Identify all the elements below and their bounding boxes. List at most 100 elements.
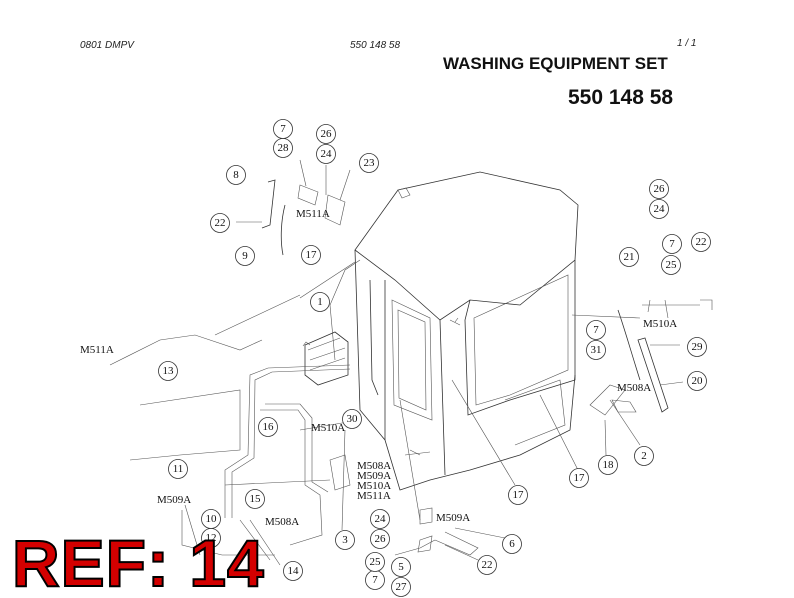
callout-9: 9 [235, 246, 255, 266]
svg-text:26: 26 [321, 128, 333, 140]
callout-6: 6 [502, 534, 522, 554]
part-code-m511a: M511A [296, 208, 330, 220]
svg-text:9: 9 [242, 250, 248, 262]
callout-20: 20 [687, 371, 707, 391]
callout-bubbles: 1 2 3 5 6 7 7 7 7 8 9 10 11 12 13 14 15 … [158, 119, 711, 597]
callout-26: 26 [649, 179, 669, 199]
callout-29: 29 [687, 337, 707, 357]
svg-text:3: 3 [342, 534, 348, 546]
part-code-m511a: M511A [357, 490, 391, 502]
part-code-m510a: M510A [357, 480, 391, 492]
svg-text:14: 14 [288, 565, 300, 577]
svg-text:25: 25 [666, 259, 678, 271]
svg-text:24: 24 [375, 513, 387, 525]
washer-reservoir [302, 331, 349, 386]
svg-text:24: 24 [654, 203, 666, 215]
part-code-m508a: M508A [357, 460, 391, 472]
callout-8: 8 [226, 165, 246, 185]
callout-13: 13 [158, 361, 178, 381]
part-code-m510a: M510A [311, 422, 345, 434]
callout-22: 22 [477, 555, 497, 575]
svg-text:15: 15 [250, 493, 262, 505]
part-code-m510a: M510A [643, 318, 677, 330]
svg-text:22: 22 [482, 559, 493, 571]
cab-body [329, 171, 579, 491]
part-code-m508a: M508A [265, 516, 299, 528]
right-wiper-assembly [571, 299, 713, 416]
svg-text:30: 30 [347, 413, 359, 425]
callout-16: 16 [258, 417, 278, 437]
svg-text:11: 11 [173, 463, 184, 475]
callout-22: 22 [691, 232, 711, 252]
svg-text:27: 27 [396, 581, 408, 593]
svg-text:5: 5 [398, 561, 404, 573]
callout-3: 3 [335, 530, 355, 550]
page-indicator: 1 / 1 [677, 38, 697, 49]
callout-24: 24 [370, 509, 390, 529]
part-code-m509a: M509A [357, 470, 391, 482]
callout-30: 30 [342, 409, 362, 429]
left-wiper-assembly [236, 159, 351, 256]
svg-text:1: 1 [317, 296, 323, 308]
svg-text:24: 24 [321, 148, 333, 160]
callout-5: 5 [391, 557, 411, 577]
svg-text:18: 18 [603, 459, 615, 471]
callout-7: 7 [365, 570, 385, 590]
callout-17: 17 [301, 245, 321, 265]
ref-stamp: REF: 14 [11, 526, 265, 598]
svg-text:28: 28 [278, 142, 290, 154]
callout-28: 28 [273, 138, 293, 158]
part-number-header: 550 148 58 [350, 40, 401, 51]
part-code-m511a: M511A [80, 344, 114, 356]
callout-26: 26 [370, 529, 390, 549]
callout-2: 2 [634, 446, 654, 466]
part-code-m509a: M509A [436, 512, 470, 524]
svg-text:29: 29 [692, 341, 704, 353]
callout-26: 26 [316, 124, 336, 144]
callout-22: 22 [210, 213, 230, 233]
callout-17: 17 [569, 468, 589, 488]
svg-text:7: 7 [669, 238, 675, 250]
callout-31: 31 [586, 340, 606, 360]
part-code-labels: M511A M511A M510A M508A M510A M508A M509… [80, 208, 677, 528]
callout-21: 21 [619, 247, 639, 267]
callout-24: 24 [649, 199, 669, 219]
part-code-m508a: M508A [617, 382, 651, 394]
callout-11: 11 [168, 459, 188, 479]
part-code-m509a: M509A [157, 494, 191, 506]
svg-text:7: 7 [372, 574, 378, 586]
callout-7: 7 [586, 320, 606, 340]
hose-routing [109, 261, 641, 566]
callout-18: 18 [598, 455, 618, 475]
svg-text:13: 13 [163, 365, 175, 377]
callout-15: 15 [245, 489, 265, 509]
set-title: WASHING EQUIPMENT SET [443, 54, 668, 73]
callout-7: 7 [273, 119, 293, 139]
svg-text:26: 26 [375, 533, 387, 545]
svg-text:8: 8 [233, 169, 239, 181]
callout-7: 7 [662, 234, 682, 254]
svg-text:16: 16 [263, 421, 275, 433]
svg-text:22: 22 [696, 236, 707, 248]
callout-14: 14 [283, 561, 303, 581]
callout-25: 25 [365, 552, 385, 572]
svg-text:25: 25 [370, 556, 382, 568]
svg-text:10: 10 [206, 513, 218, 525]
callout-27: 27 [391, 577, 411, 597]
svg-text:23: 23 [364, 157, 376, 169]
svg-text:12: 12 [206, 532, 217, 544]
svg-text:22: 22 [215, 217, 226, 229]
svg-text:17: 17 [513, 489, 525, 501]
svg-text:26: 26 [654, 183, 666, 195]
svg-text:7: 7 [280, 123, 286, 135]
svg-text:6: 6 [509, 538, 515, 550]
callout-23: 23 [359, 153, 379, 173]
document-code: 0801 DMPV [80, 40, 134, 51]
set-number: 550 148 58 [568, 86, 674, 109]
callout-17: 17 [508, 485, 528, 505]
callout-12: 12 [201, 528, 221, 548]
svg-text:17: 17 [574, 472, 586, 484]
svg-text:2: 2 [641, 450, 647, 462]
